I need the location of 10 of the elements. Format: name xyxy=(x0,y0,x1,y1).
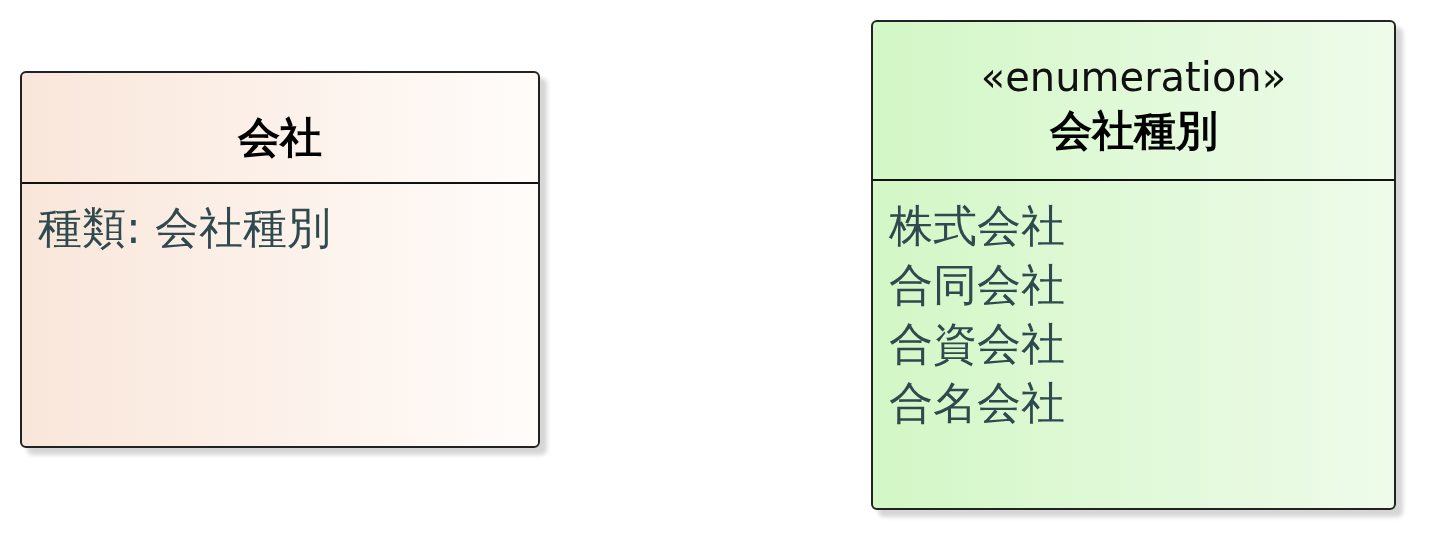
enumeration-name: 会社種別 xyxy=(1049,104,1218,157)
enumeration-literal: 株式会社 xyxy=(889,199,1065,253)
class-box xyxy=(20,71,540,448)
enumeration-literal: 合名会社 xyxy=(889,376,1065,430)
attribute-text: 種類: 会社種別 xyxy=(38,201,331,255)
enumeration-literal: 合資会社 xyxy=(889,317,1065,371)
enumeration-box xyxy=(871,20,1396,510)
enumeration-literal: 合同会社 xyxy=(889,258,1065,312)
stereotype-label: «enumeration» xyxy=(980,52,1287,102)
class-name: 会社 xyxy=(238,111,322,164)
